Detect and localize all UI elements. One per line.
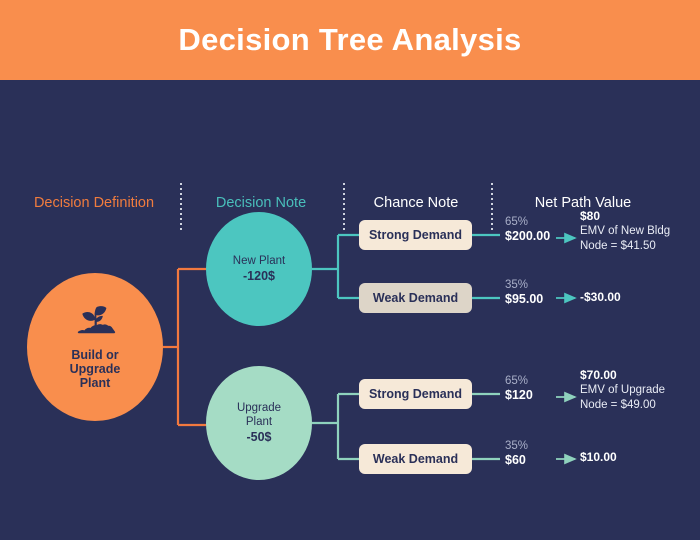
decision2-branch-connector <box>312 392 359 461</box>
column-divider-3 <box>491 183 493 231</box>
probability-1: 65% <box>505 216 529 228</box>
payoff-4: $60 <box>505 453 526 467</box>
chance-box-weak-demand-upgrade-plant[interactable]: Weak Demand <box>359 444 472 474</box>
net-path-value-3: $70.00 EMV of Upgrade Node = $49.00 <box>580 368 665 413</box>
probability-group-3: 65% $120 <box>505 374 533 403</box>
net-path-value-arrows <box>556 232 577 465</box>
probability-group-2: 35% $95.00 <box>505 278 543 307</box>
net-path-value-1-description: EMV of New Bldg <box>580 225 671 237</box>
column-header-strip: Decision Definition Decision Note Chance… <box>0 80 700 231</box>
decision1-branch-connector <box>312 233 359 300</box>
decision-node-upgrade-plant-name-line-2: Plant <box>245 416 273 428</box>
root-node-build-or-upgrade-plant[interactable]: Build or Upgrade Plant <box>27 273 163 421</box>
chance-box-strong-demand-new-plant[interactable]: Strong Demand <box>359 220 472 250</box>
net-path-value-3-description: EMV of Upgrade <box>580 384 666 396</box>
net-path-value-4: $10.00 <box>580 450 617 465</box>
decision-node-new-plant-name: New Plant <box>232 255 286 267</box>
column-header-net-path-value: Net Path Value <box>534 195 632 211</box>
net-path-value-1: $80 EMV of New Bldg Node = $41.50 <box>580 209 670 254</box>
decision-node-upgrade-plant[interactable]: Upgrade Plant -50$ <box>206 366 312 480</box>
header-bar: Decision Tree Analysis <box>0 0 700 80</box>
chance-box-weak-demand-new-plant[interactable]: Weak Demand <box>359 283 472 313</box>
page-title: Decision Tree Analysis <box>178 22 522 57</box>
chance-to-probability-connectors <box>472 233 500 461</box>
net-path-value-1-node: Node = $41.50 <box>580 240 656 252</box>
net-path-value-2: -$30.00 <box>580 290 621 305</box>
net-path-value-3-amount: $70.00 <box>580 368 617 382</box>
probability-4: 35% <box>505 440 529 452</box>
decision-node-upgrade-plant-name-line-1: Upgrade <box>236 402 282 414</box>
root-node-label: Build or Upgrade Plant <box>70 348 121 390</box>
root-node-label-line-2: Upgrade <box>69 362 121 376</box>
net-path-value-2-amount: -$30.00 <box>580 290 621 304</box>
net-path-value-1-amount: $80 <box>580 209 601 223</box>
net-path-value-3-node: Node = $49.00 <box>580 399 656 411</box>
net-path-value-4-amount: $10.00 <box>580 450 617 464</box>
probability-group-4: 35% $60 <box>505 439 528 468</box>
column-header-decision-note: Decision Note <box>215 195 307 211</box>
probability-2: 35% <box>505 279 529 291</box>
column-header-chance-note: Chance Note <box>373 195 459 211</box>
probability-3: 65% <box>505 375 529 387</box>
root-node-label-line-3: Plant <box>79 376 111 390</box>
decision-node-upgrade-plant-cost: -50$ <box>246 430 272 444</box>
decision-node-new-plant-cost: -120$ <box>243 269 275 283</box>
decision-node-new-plant[interactable]: New Plant -120$ <box>206 212 312 326</box>
seedling-plant-icon <box>73 304 117 343</box>
root-branch-connector <box>163 267 213 427</box>
payoff-1: $200.00 <box>505 229 551 243</box>
root-node-label-line-1: Build or <box>71 348 119 362</box>
probability-group-1: 65% $200.00 <box>505 215 550 244</box>
chance-box-strong-demand-upgrade-plant[interactable]: Strong Demand <box>359 379 472 409</box>
column-divider-2 <box>343 183 345 231</box>
payoff-3: $120 <box>505 388 533 402</box>
payoff-2: $95.00 <box>505 292 544 306</box>
column-divider-1 <box>180 183 182 231</box>
column-header-decision-definition: Decision Definition <box>33 195 155 211</box>
